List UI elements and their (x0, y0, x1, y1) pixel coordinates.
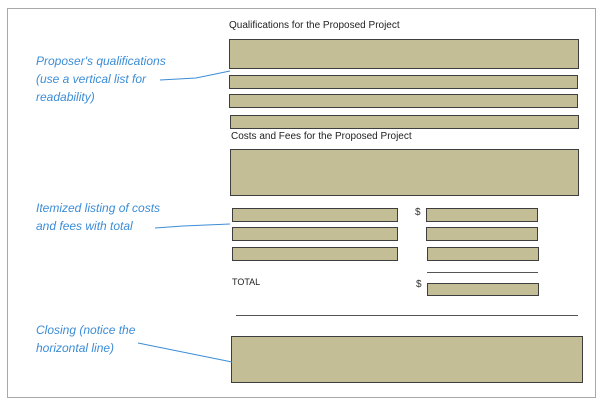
annotation-itemized: Itemized listing of costs and fees with … (36, 201, 161, 233)
qualification-item (229, 75, 578, 89)
qualifications-intro-block (229, 39, 579, 69)
qualification-item (230, 115, 579, 129)
total-rule (427, 272, 538, 273)
leader-line-qualifications (159, 70, 231, 81)
annotation-qualifications: Proposer's qualifications (use a vertica… (36, 54, 166, 104)
qualification-item (229, 94, 578, 108)
qualifications-heading: Qualifications for the Proposed Project (229, 20, 400, 31)
cost-item-amount (426, 208, 538, 222)
total-label: TOTAL (232, 277, 261, 287)
costs-heading: Costs and Fees for the Proposed Project (231, 131, 412, 142)
costs-intro-block (230, 149, 579, 196)
cost-item-description (232, 227, 398, 241)
cost-item-amount (427, 247, 539, 261)
document-frame (7, 8, 596, 398)
dollar-sign: $ (415, 207, 421, 218)
total-amount (427, 283, 539, 296)
cost-item-description (232, 208, 398, 222)
leader-line-itemized (154, 223, 231, 229)
closing-horizontal-line (236, 315, 578, 316)
cost-item-description (232, 247, 398, 261)
dollar-sign: $ (416, 279, 422, 290)
closing-block (231, 336, 583, 383)
annotation-closing: Closing (notice the horizontal line) (36, 323, 136, 355)
cost-item-amount (426, 227, 538, 241)
leader-line-closing (137, 342, 233, 363)
